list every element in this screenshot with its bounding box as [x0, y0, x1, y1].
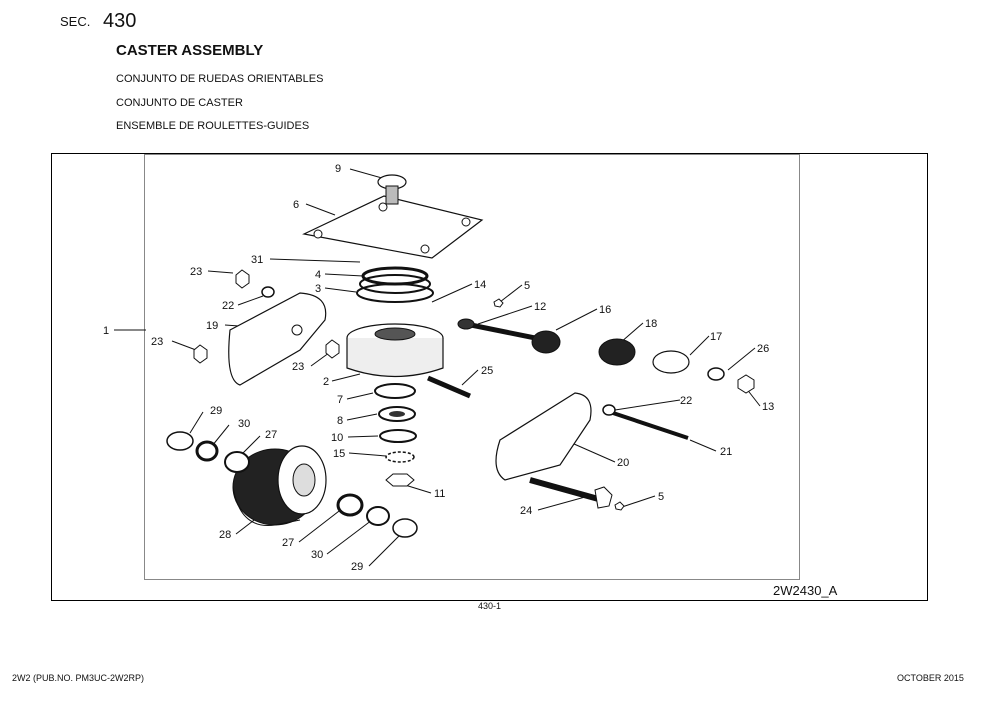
callout-label: 17 — [710, 331, 722, 343]
subtitle-french: ENSEMBLE DE ROULETTES-GUIDES — [116, 120, 310, 132]
callout-label: 5 — [658, 491, 664, 503]
callout-label: 13 — [762, 401, 774, 413]
callout-label: 26 — [757, 343, 769, 355]
footer-publication: 2W2 (PUB.NO. PM3UC-2W2RP) — [12, 673, 145, 683]
callout-label: 31 — [251, 254, 263, 266]
callout-label: 23 — [151, 336, 163, 348]
callout-label: 30 — [311, 549, 323, 561]
section-number: 430 — [103, 10, 137, 32]
left-bracket — [228, 292, 327, 386]
callout-label: 20 — [617, 457, 629, 469]
callout-label: 23 — [190, 266, 202, 278]
callout-label: 4 — [315, 269, 321, 281]
callout-label: 29 — [351, 561, 363, 573]
page-number: 430-1 — [478, 601, 502, 611]
section-label: SEC. — [60, 14, 91, 29]
callout-label: 10 — [331, 432, 343, 444]
callout-label: 19 — [206, 320, 218, 332]
callout-label: 3 — [315, 283, 321, 295]
callout-label: 15 — [333, 448, 345, 460]
callout-label: 18 — [645, 318, 657, 330]
callout-label: 12 — [534, 301, 546, 313]
callout-label: 11 — [434, 488, 445, 500]
callout-label: 25 — [481, 365, 493, 377]
spring-18 — [598, 338, 636, 366]
callout-label: 28 — [219, 529, 231, 541]
callout-label: 16 — [599, 304, 611, 316]
callout-label: 27 — [282, 537, 294, 549]
callout-label: 6 — [293, 199, 299, 211]
callout-label: 2 — [323, 376, 329, 388]
leader-lines — [114, 168, 761, 567]
callout-label: 22 — [222, 300, 234, 312]
page-title: CASTER ASSEMBLY — [116, 42, 264, 59]
subtitle-portuguese: CONJUNTO DE CASTER — [116, 97, 243, 109]
figure-inner-frame — [144, 154, 800, 580]
callout-label: 7 — [337, 394, 343, 406]
callout-label: 22 — [680, 395, 692, 407]
footer-date: OCTOBER 2015 — [897, 673, 964, 683]
callout-label: 8 — [337, 415, 343, 427]
callout-label: 24 — [520, 505, 532, 517]
callout-label: 27 — [265, 429, 277, 441]
figure-frame — [51, 153, 928, 601]
callout-label: 9 — [335, 163, 341, 175]
callout-label: 1 — [103, 325, 109, 337]
spring-16 — [531, 330, 561, 354]
subtitle-spanish: CONJUNTO DE RUEDAS ORIENTABLES — [116, 73, 324, 85]
callout-label: 29 — [210, 405, 222, 417]
callout-label: 5 — [524, 280, 530, 292]
top-plate — [302, 195, 484, 259]
callout-label: 23 — [292, 361, 304, 373]
callout-label: 14 — [474, 279, 486, 291]
figure-id: 2W2430_A — [773, 583, 838, 598]
callout-label: 21 — [720, 446, 732, 458]
callout-labels: 9 6 31 4 3 14 5 12 16 18 17 26 13 23 22 … — [103, 163, 774, 573]
callout-label: 30 — [238, 418, 250, 430]
right-bracket — [495, 392, 592, 481]
